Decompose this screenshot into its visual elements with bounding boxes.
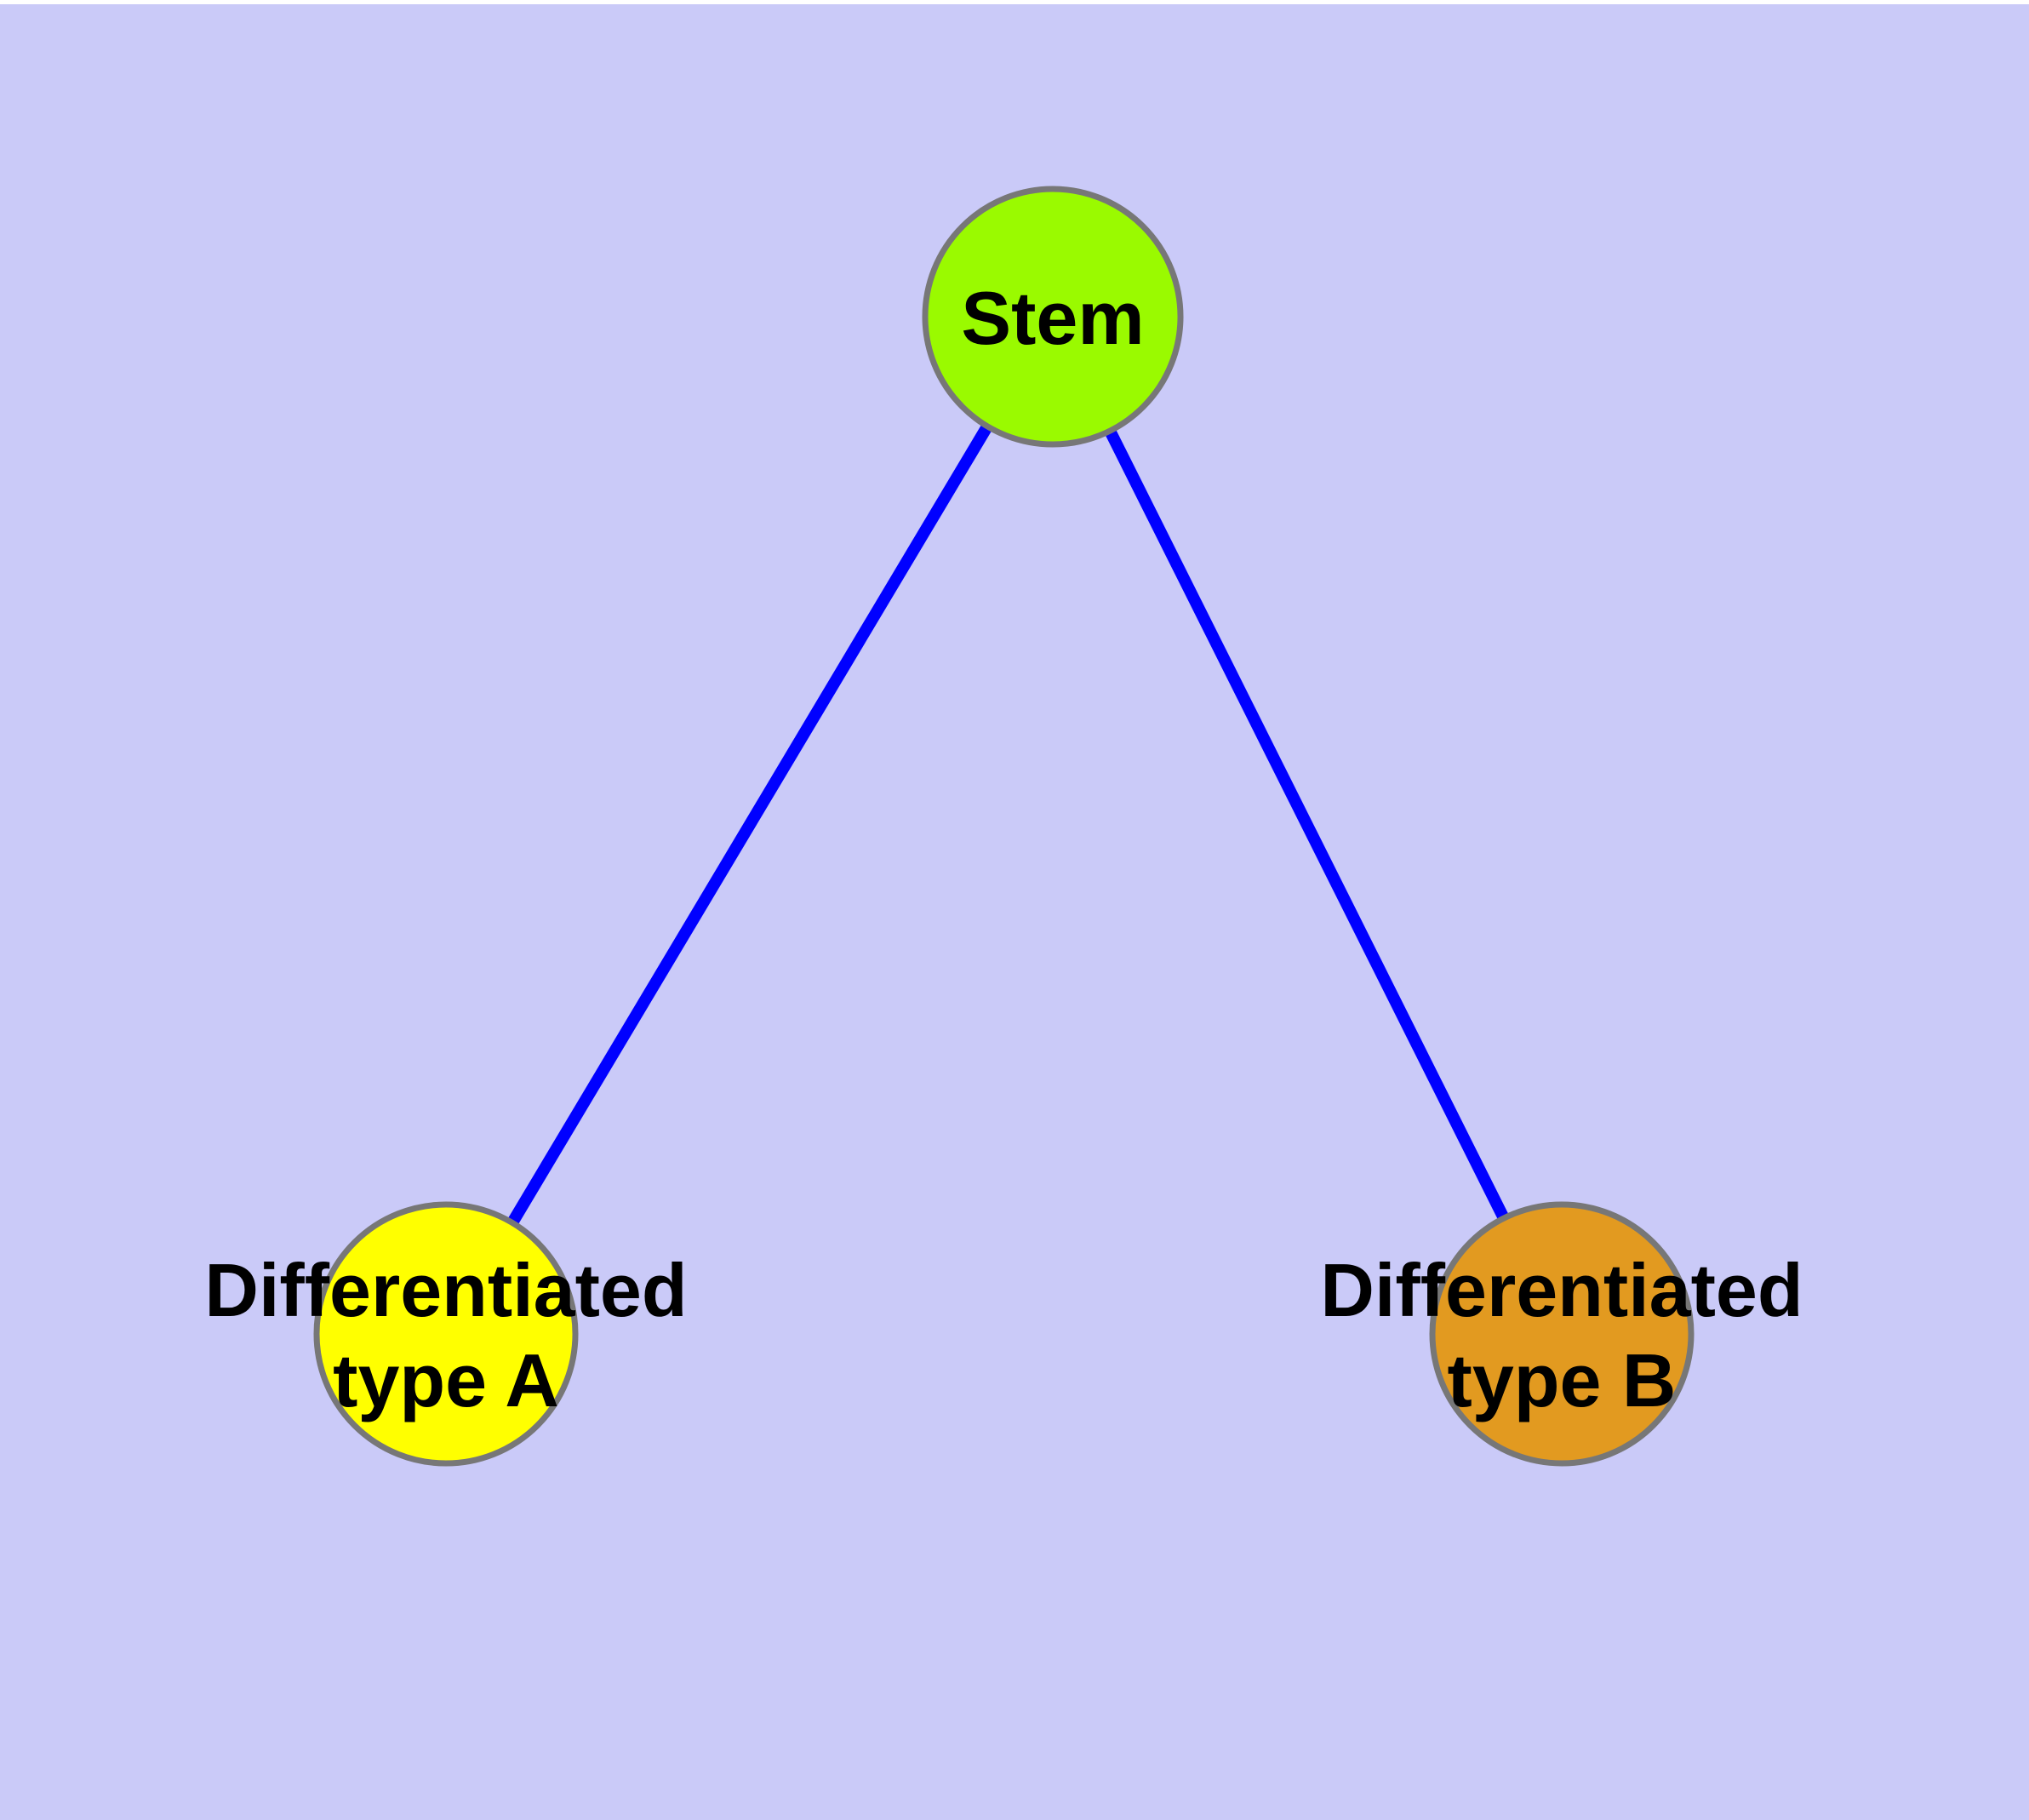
node-stem-label: Stem: [961, 276, 1144, 360]
node-stem-circle: [922, 186, 1184, 448]
node-differentiated-type-b-label-line1: Differentiated: [1320, 1248, 1803, 1332]
node-differentiated-type-b-label-line2: type B: [1448, 1338, 1677, 1422]
node-differentiated-type-a-circle: [313, 1201, 579, 1467]
node-differentiated-type-b: Differentiated type B: [1320, 1201, 1803, 1467]
node-differentiated-type-a-label-line2: type A: [333, 1338, 559, 1422]
node-differentiated-type-a: Differentiated type A: [204, 1201, 688, 1467]
edge-stem-to-type-a: [440, 313, 1059, 1337]
node-stem: Stem: [922, 186, 1184, 448]
edge-stem-to-type-b: [1047, 313, 1568, 1337]
node-differentiated-type-a-label-line1: Differentiated: [204, 1248, 687, 1332]
node-differentiated-type-b-circle: [1429, 1201, 1695, 1467]
top-margin-strip: [0, 0, 2029, 4]
